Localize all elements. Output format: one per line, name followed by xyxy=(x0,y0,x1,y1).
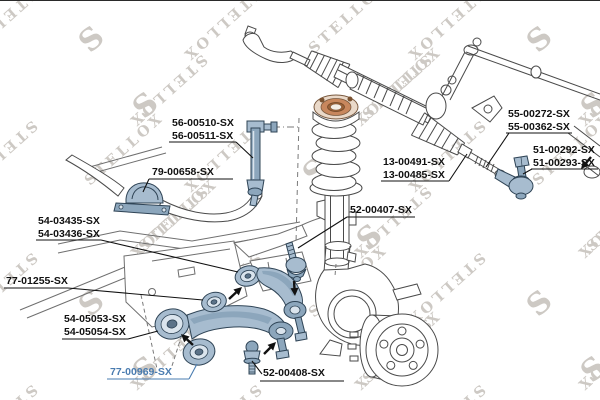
swaybar-bushing-label-leader-line xyxy=(142,178,150,193)
lower-arm-bushing-label-text-0: 54-05053-SX xyxy=(64,313,126,325)
outer-tie-rod-label-leader-line xyxy=(522,168,533,175)
lower-ball-joint-label: 52-00408-SX xyxy=(251,360,344,382)
stellox-watermark-text: STELLOX xyxy=(178,381,264,400)
lower-ball-joint-part xyxy=(243,340,261,375)
outer-tie-rod-label-text-0: 51-00292-SX xyxy=(533,144,595,156)
inner-tie-rod-label-text-1: 55-00362-SX xyxy=(508,121,570,133)
steering-rack-label-text-0: 13-00491-SX xyxy=(383,156,445,168)
assembly-arrow-1 xyxy=(181,334,194,346)
subframe-bushing-part xyxy=(201,291,227,313)
subframe-bushing-label-text-0: 77-01255-SX xyxy=(6,275,68,287)
stellox-watermark-text: STELLOX xyxy=(0,117,41,197)
swaybar-bushing-label-text-0: 79-00658-SX xyxy=(152,166,214,178)
upper-control-arm-part xyxy=(234,265,308,342)
steering-rack-label-leader-line xyxy=(448,153,468,182)
inner-tie-rod-label-text-0: 55-00272-SX xyxy=(508,108,570,120)
assembly-arrow-4 xyxy=(581,156,592,169)
lower-arm-bushing-label-leader-line xyxy=(127,330,159,340)
rear-bushing-link-label[interactable]: 77-00969-SX xyxy=(107,363,198,380)
rear-bushing-link-label-text-0[interactable]: 77-00969-SX xyxy=(110,366,172,378)
swaybar-bushing-part xyxy=(113,182,171,216)
wheel-hub-drawing xyxy=(347,313,439,387)
stellox-logo-mark: S xyxy=(72,19,112,60)
stellox-watermark-text: STELLOX xyxy=(0,249,41,329)
stellox-watermark-text: STELLOX xyxy=(305,0,391,57)
steering-rack-drawing xyxy=(242,25,600,179)
inner-tie-rod-label-leader-line xyxy=(485,132,510,168)
subframe-bushing-label-leader-line xyxy=(67,287,204,301)
rear-bushing-link-label-leader-line xyxy=(188,363,198,380)
upper-arm-bushing-label-text-1: 54-03436-SX xyxy=(38,228,100,240)
lower-control-arm-part xyxy=(154,305,294,360)
stellox-logo-mark: S xyxy=(520,283,560,324)
strut-assembly-drawing xyxy=(309,94,363,267)
stellox-watermark-text: STELLOX xyxy=(0,0,41,65)
upper-ball-joint-label: 52-00407-SX xyxy=(297,204,415,249)
lower-arm-front-bushing xyxy=(154,308,190,340)
upper-ball-joint-part xyxy=(285,241,307,282)
lower-ball-joint-label-leader-line xyxy=(251,360,263,375)
stab-link-label-text-1: 56-00511-SX xyxy=(172,130,233,142)
stellox-logo-mark: S xyxy=(520,19,560,60)
assembly-arrow-3 xyxy=(290,280,299,296)
stab-link-label-text-0: 56-00510-SX xyxy=(172,117,234,129)
lower-arm-bushing-label-text-1: 54-05054-SX xyxy=(64,326,126,338)
upper-arm-bushing-label-text-0: 54-03435-SX xyxy=(38,215,100,227)
assembly-arrow-0 xyxy=(228,287,242,300)
assembly-arrow-2 xyxy=(263,342,276,355)
upper-ball-joint-label-leader-line xyxy=(297,216,348,249)
stabilizer-link-part xyxy=(246,120,278,207)
upper-ball-joint-label-text-0: 52-00407-SX xyxy=(350,204,412,216)
assembly-arrows xyxy=(181,156,592,355)
stellox-watermark-text: STELLOX xyxy=(583,175,600,255)
upper-arm-inner-bushing xyxy=(234,265,262,287)
steering-rack-label-text-1: 13-00485-SX xyxy=(383,169,445,181)
swaybar-bushing-label: 79-00658-SX xyxy=(142,166,233,193)
rear-bushing-part xyxy=(182,338,216,366)
subframe-bushing-label: 77-01255-SX xyxy=(4,275,204,301)
stellox-watermark-text: STELLOX xyxy=(0,381,41,400)
stab-link-label-leader-line xyxy=(235,141,254,159)
lower-ball-joint-label-text-0: 52-00408-SX xyxy=(263,367,325,379)
strut-mount-part xyxy=(313,94,359,120)
outer-tie-rod-label-text-1: 51-00293-SX xyxy=(533,157,595,169)
upper-arm-bushing-label-leader-line xyxy=(100,239,239,273)
outer-tie-rod-end-part xyxy=(494,155,534,200)
